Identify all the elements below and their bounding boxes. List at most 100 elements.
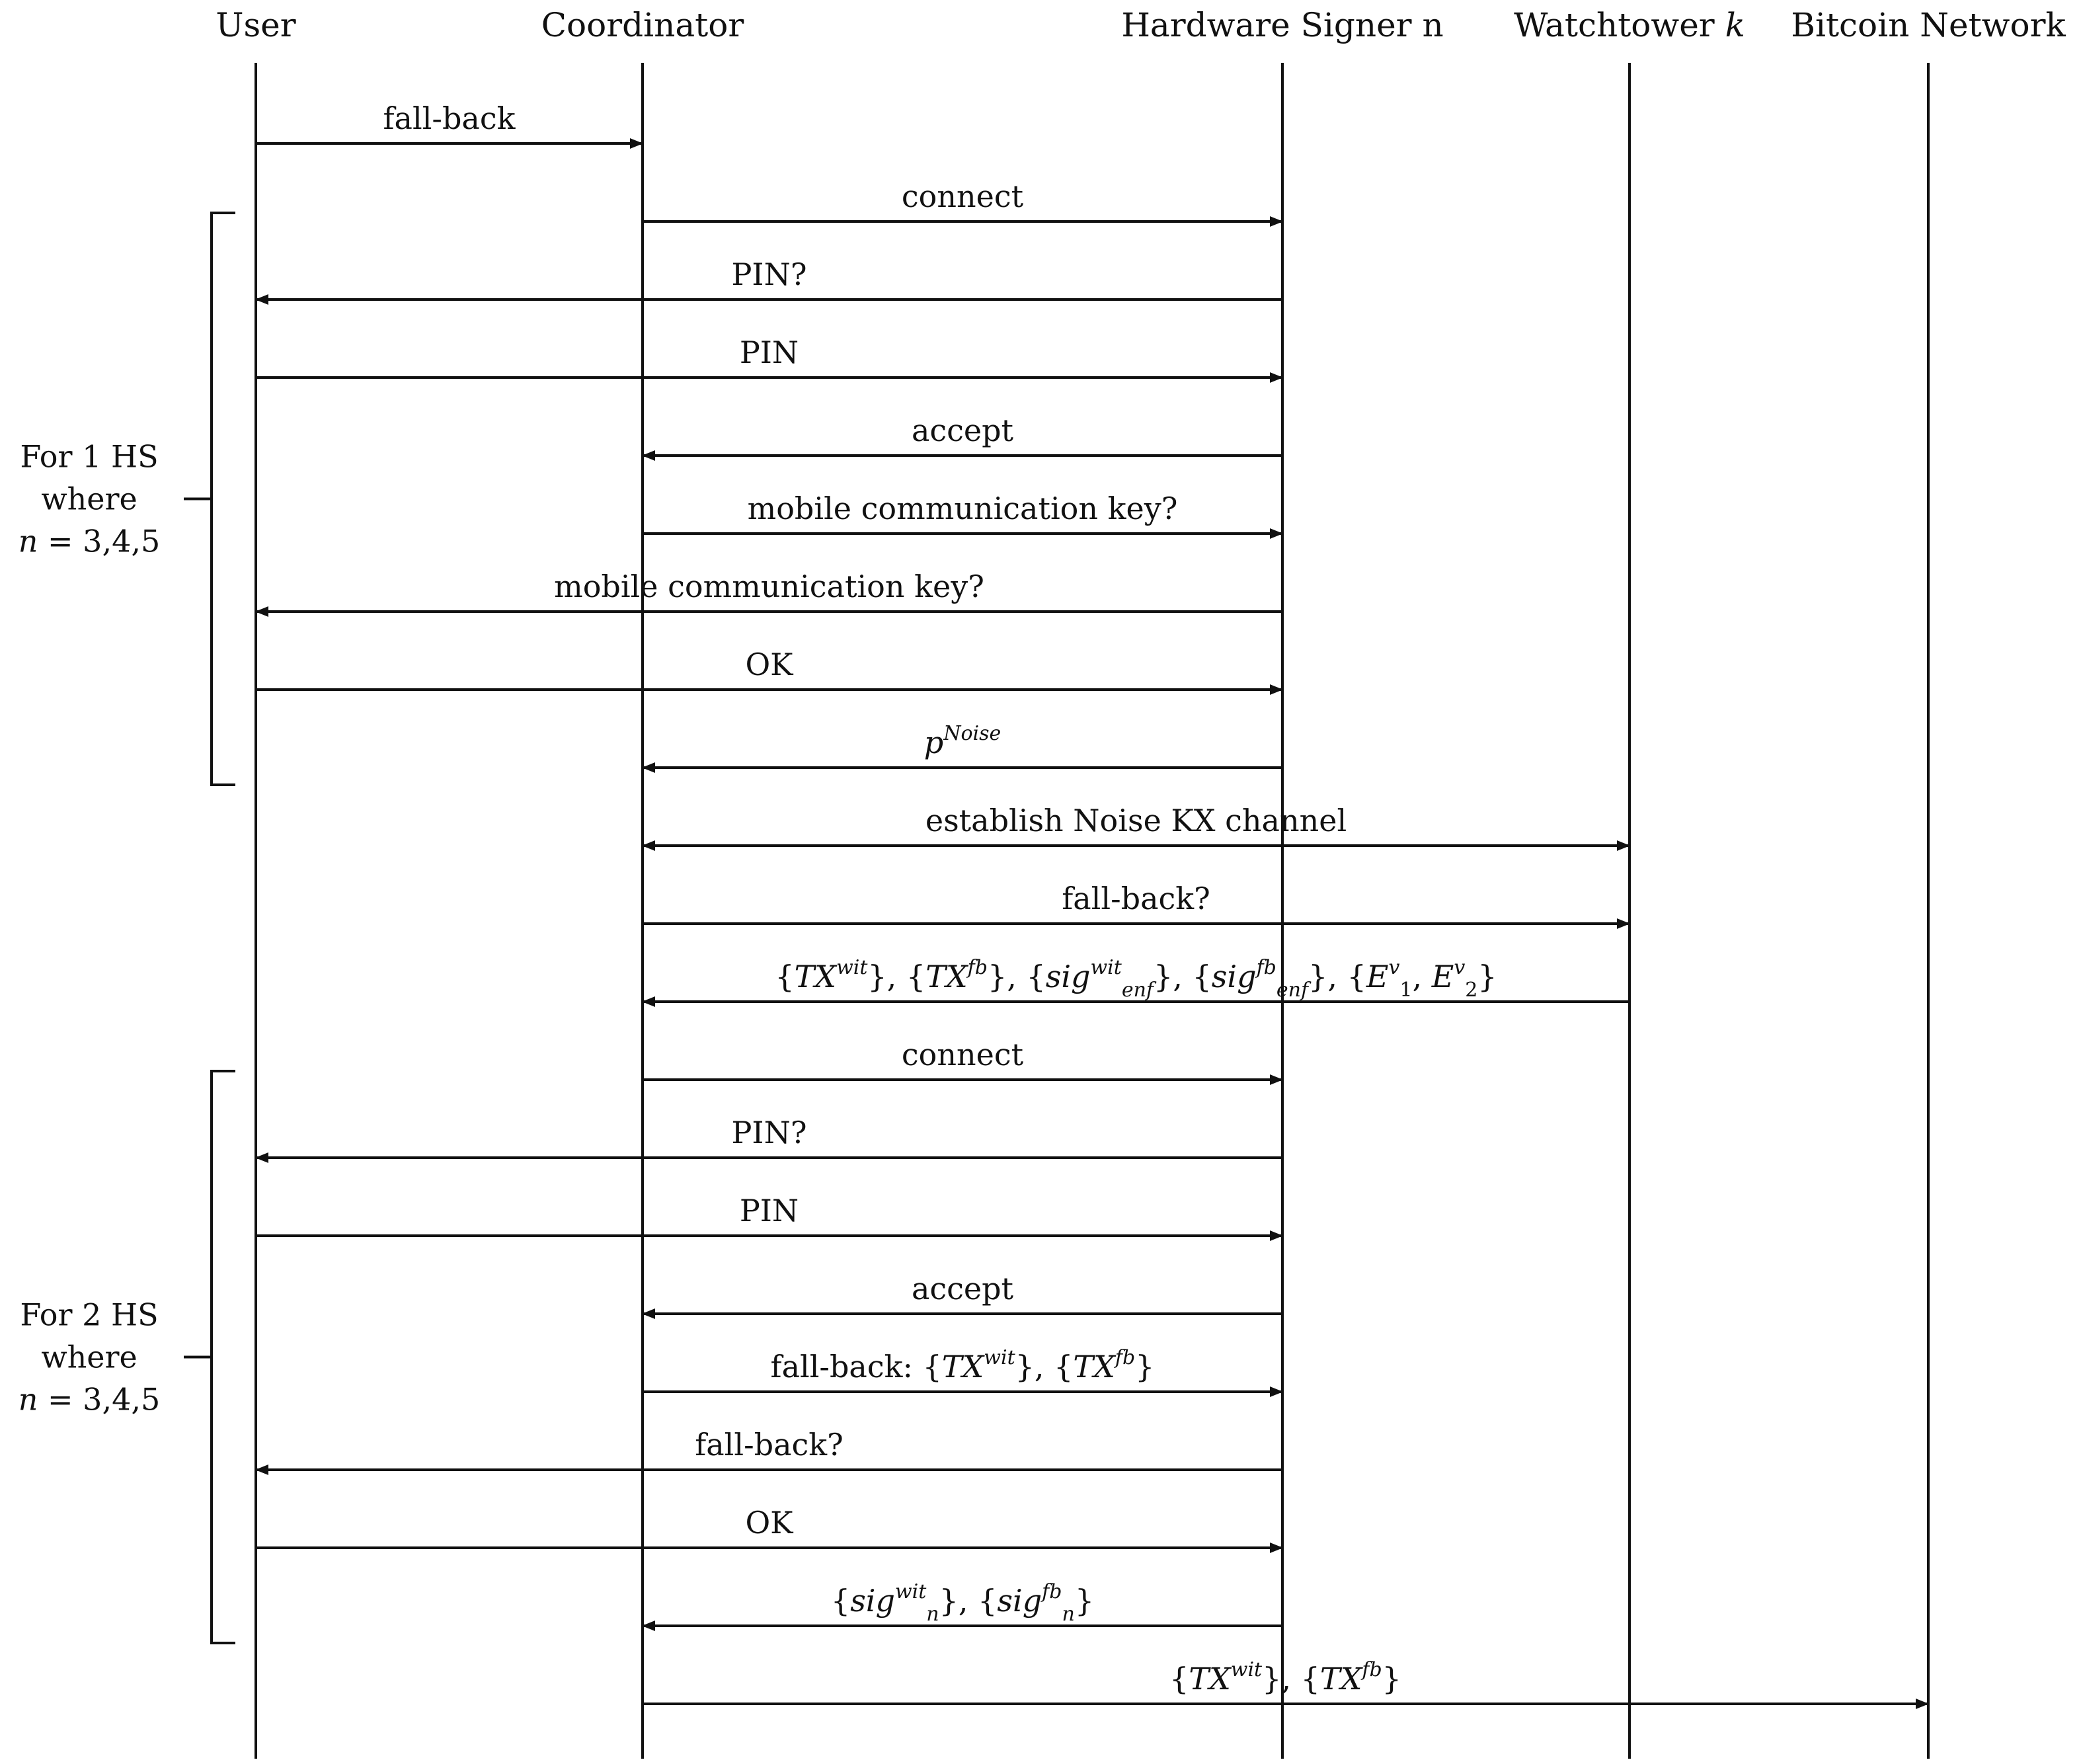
message-10: establish Noise KX channel: [642, 803, 1630, 851]
message-3: PIN?: [255, 257, 1282, 305]
group-label-line: For 2 HS: [20, 1297, 158, 1333]
message-13: connect: [643, 1037, 1283, 1085]
actor-label-coordinator: Coordinator: [541, 6, 744, 44]
message-label-fall-back-txwit-txfb: fall-back: {TXwit​}, {TXfb​}: [771, 1346, 1155, 1384]
label-fragment: enf: [1276, 979, 1312, 1002]
message-15: PIN: [256, 1193, 1283, 1241]
label-fragment: = 3,4,5: [38, 524, 160, 559]
message-label-fall-back: fall-back?: [1062, 881, 1210, 916]
label-fragment: n: [926, 1603, 939, 1626]
message-label-sigwitn-sigfbn: {sigwit​n​}, {sigfb​n​}: [831, 1580, 1094, 1626]
message-8: OK: [256, 647, 1283, 695]
label-fragment: OK: [745, 647, 794, 682]
label-fragment: }, {: [988, 959, 1046, 994]
actor-name: User: [216, 6, 295, 44]
label-fragment: fb: [1114, 1346, 1135, 1369]
label-fragment: }: [1382, 1661, 1401, 1697]
actor-name: Hardware Signer n: [1121, 6, 1443, 44]
label-fragment: For 1 HS: [20, 439, 158, 475]
label-fragment: 2: [1465, 979, 1477, 1002]
message-label-ok: OK: [745, 1505, 794, 1541]
message-label-accept: accept: [912, 413, 1014, 448]
message-label-pnoise: pNoise​: [924, 722, 1001, 760]
label-fragment: {: [775, 959, 794, 994]
message-7: mobile communication key?: [255, 569, 1282, 617]
actor-label-signer: Hardware Signer n: [1121, 6, 1443, 44]
actor-headers: User Coordinator Hardware Signer n Watchtow…: [216, 6, 2066, 44]
label-fragment: For 2 HS: [20, 1297, 158, 1333]
message-17: fall-back: {TXwit​}, {TXfb​}: [643, 1346, 1283, 1397]
group-bracket: [210, 1070, 235, 1644]
label-fragment: fb: [1360, 1658, 1382, 1681]
group-label-line: n = 3,4,5: [19, 1382, 160, 1418]
label-fragment: {: [831, 1583, 850, 1619]
label-fragment: E: [1366, 959, 1389, 994]
message-label-pin: PIN?: [731, 257, 806, 292]
actor-label-bitcoin: Bitcoin Network: [1791, 6, 2066, 44]
message-label-txwit-txfb-sigwitenf-sigfbenf-ev1-ev2: {TXwit​}, {TXfb​}, {sigwit​enf​}, {sigfb…: [775, 956, 1497, 1002]
message-label-fall-back: fall-back?: [695, 1427, 844, 1463]
label-fragment: PIN: [740, 335, 799, 370]
label-fragment: n: [1062, 1603, 1074, 1626]
label-fragment: E: [1431, 959, 1454, 994]
label-fragment: = 3,4,5: [38, 1382, 160, 1418]
label-fragment: accept: [912, 1271, 1014, 1306]
label-fragment: TX: [925, 959, 969, 994]
message-label-txwit-txfb: {TXwit​}, {TXfb​}: [1169, 1658, 1401, 1697]
message-2: connect: [643, 179, 1283, 227]
message-19: OK: [256, 1505, 1283, 1553]
actor-name: Coordinator: [541, 6, 744, 44]
label-fragment: v: [1388, 956, 1399, 979]
label-fragment: TX: [1189, 1661, 1232, 1697]
label-fragment: mobile communication key?: [554, 569, 984, 604]
message-label-connect: connect: [902, 179, 1024, 214]
label-fragment: connect: [902, 1037, 1024, 1072]
label-fragment: TX: [795, 959, 838, 994]
label-fragment: TX: [1073, 1349, 1117, 1384]
message-18: fall-back?: [255, 1427, 1282, 1475]
label-fragment: 1: [1399, 979, 1412, 1002]
label-fragment: where: [41, 1340, 137, 1375]
label-fragment: PIN: [740, 1193, 799, 1228]
message-label-accept: accept: [912, 1271, 1014, 1306]
message-12: {TXwit​}, {TXfb​}, {sigwit​enf​}, {sigfb…: [642, 956, 1629, 1007]
group-bracket: [210, 212, 235, 786]
message-label-establish-noise-kx-channel: establish Noise KX channel: [925, 803, 1347, 838]
message-label-fall-back: fall-back: [383, 100, 516, 136]
label-fragment: TX: [1320, 1661, 1364, 1697]
label-fragment: fall-back?: [695, 1427, 844, 1463]
label-fragment: {: [1169, 1661, 1189, 1697]
label-fragment: fb: [1255, 956, 1276, 979]
group-label-line: where: [41, 481, 137, 517]
actor-name: Watchtower: [1514, 6, 1715, 44]
label-fragment: PIN?: [731, 1115, 806, 1150]
lifelines: [255, 63, 1930, 1759]
message-20: {sigwit​n​}, {sigfb​n​}: [642, 1580, 1282, 1631]
label-fragment: establish Noise KX channel: [925, 803, 1347, 838]
label-fragment: TX: [942, 1349, 986, 1384]
label-fragment: fall-back: {: [771, 1349, 942, 1384]
label-fragment: connect: [902, 179, 1024, 214]
label-fragment: ,: [1412, 959, 1431, 994]
message-label-mobile-communication-key: mobile communication key?: [748, 491, 1178, 526]
label-fragment: wit: [836, 956, 868, 979]
actor-label-watchtower: Watchtower k: [1514, 6, 1745, 44]
label-fragment: v: [1454, 956, 1465, 979]
label-fragment: fb: [1040, 1580, 1062, 1603]
message-4: PIN: [256, 335, 1283, 383]
label-fragment: sig: [850, 1583, 895, 1619]
label-fragment: }: [1477, 959, 1497, 994]
message-5: accept: [642, 413, 1282, 461]
message-label-ok: OK: [745, 647, 794, 682]
label-fragment: fall-back: [383, 100, 516, 136]
group-2: For 2 HS where n = 3,4,5: [19, 1070, 235, 1644]
label-fragment: wit: [1231, 1658, 1263, 1681]
actor-name-variable: k: [1725, 6, 1745, 44]
label-fragment: accept: [912, 413, 1014, 448]
actor-name: Bitcoin Network: [1791, 6, 2066, 44]
label-fragment: wit: [1090, 956, 1122, 979]
message-label-connect: connect: [902, 1037, 1024, 1072]
message-16: accept: [642, 1271, 1282, 1319]
